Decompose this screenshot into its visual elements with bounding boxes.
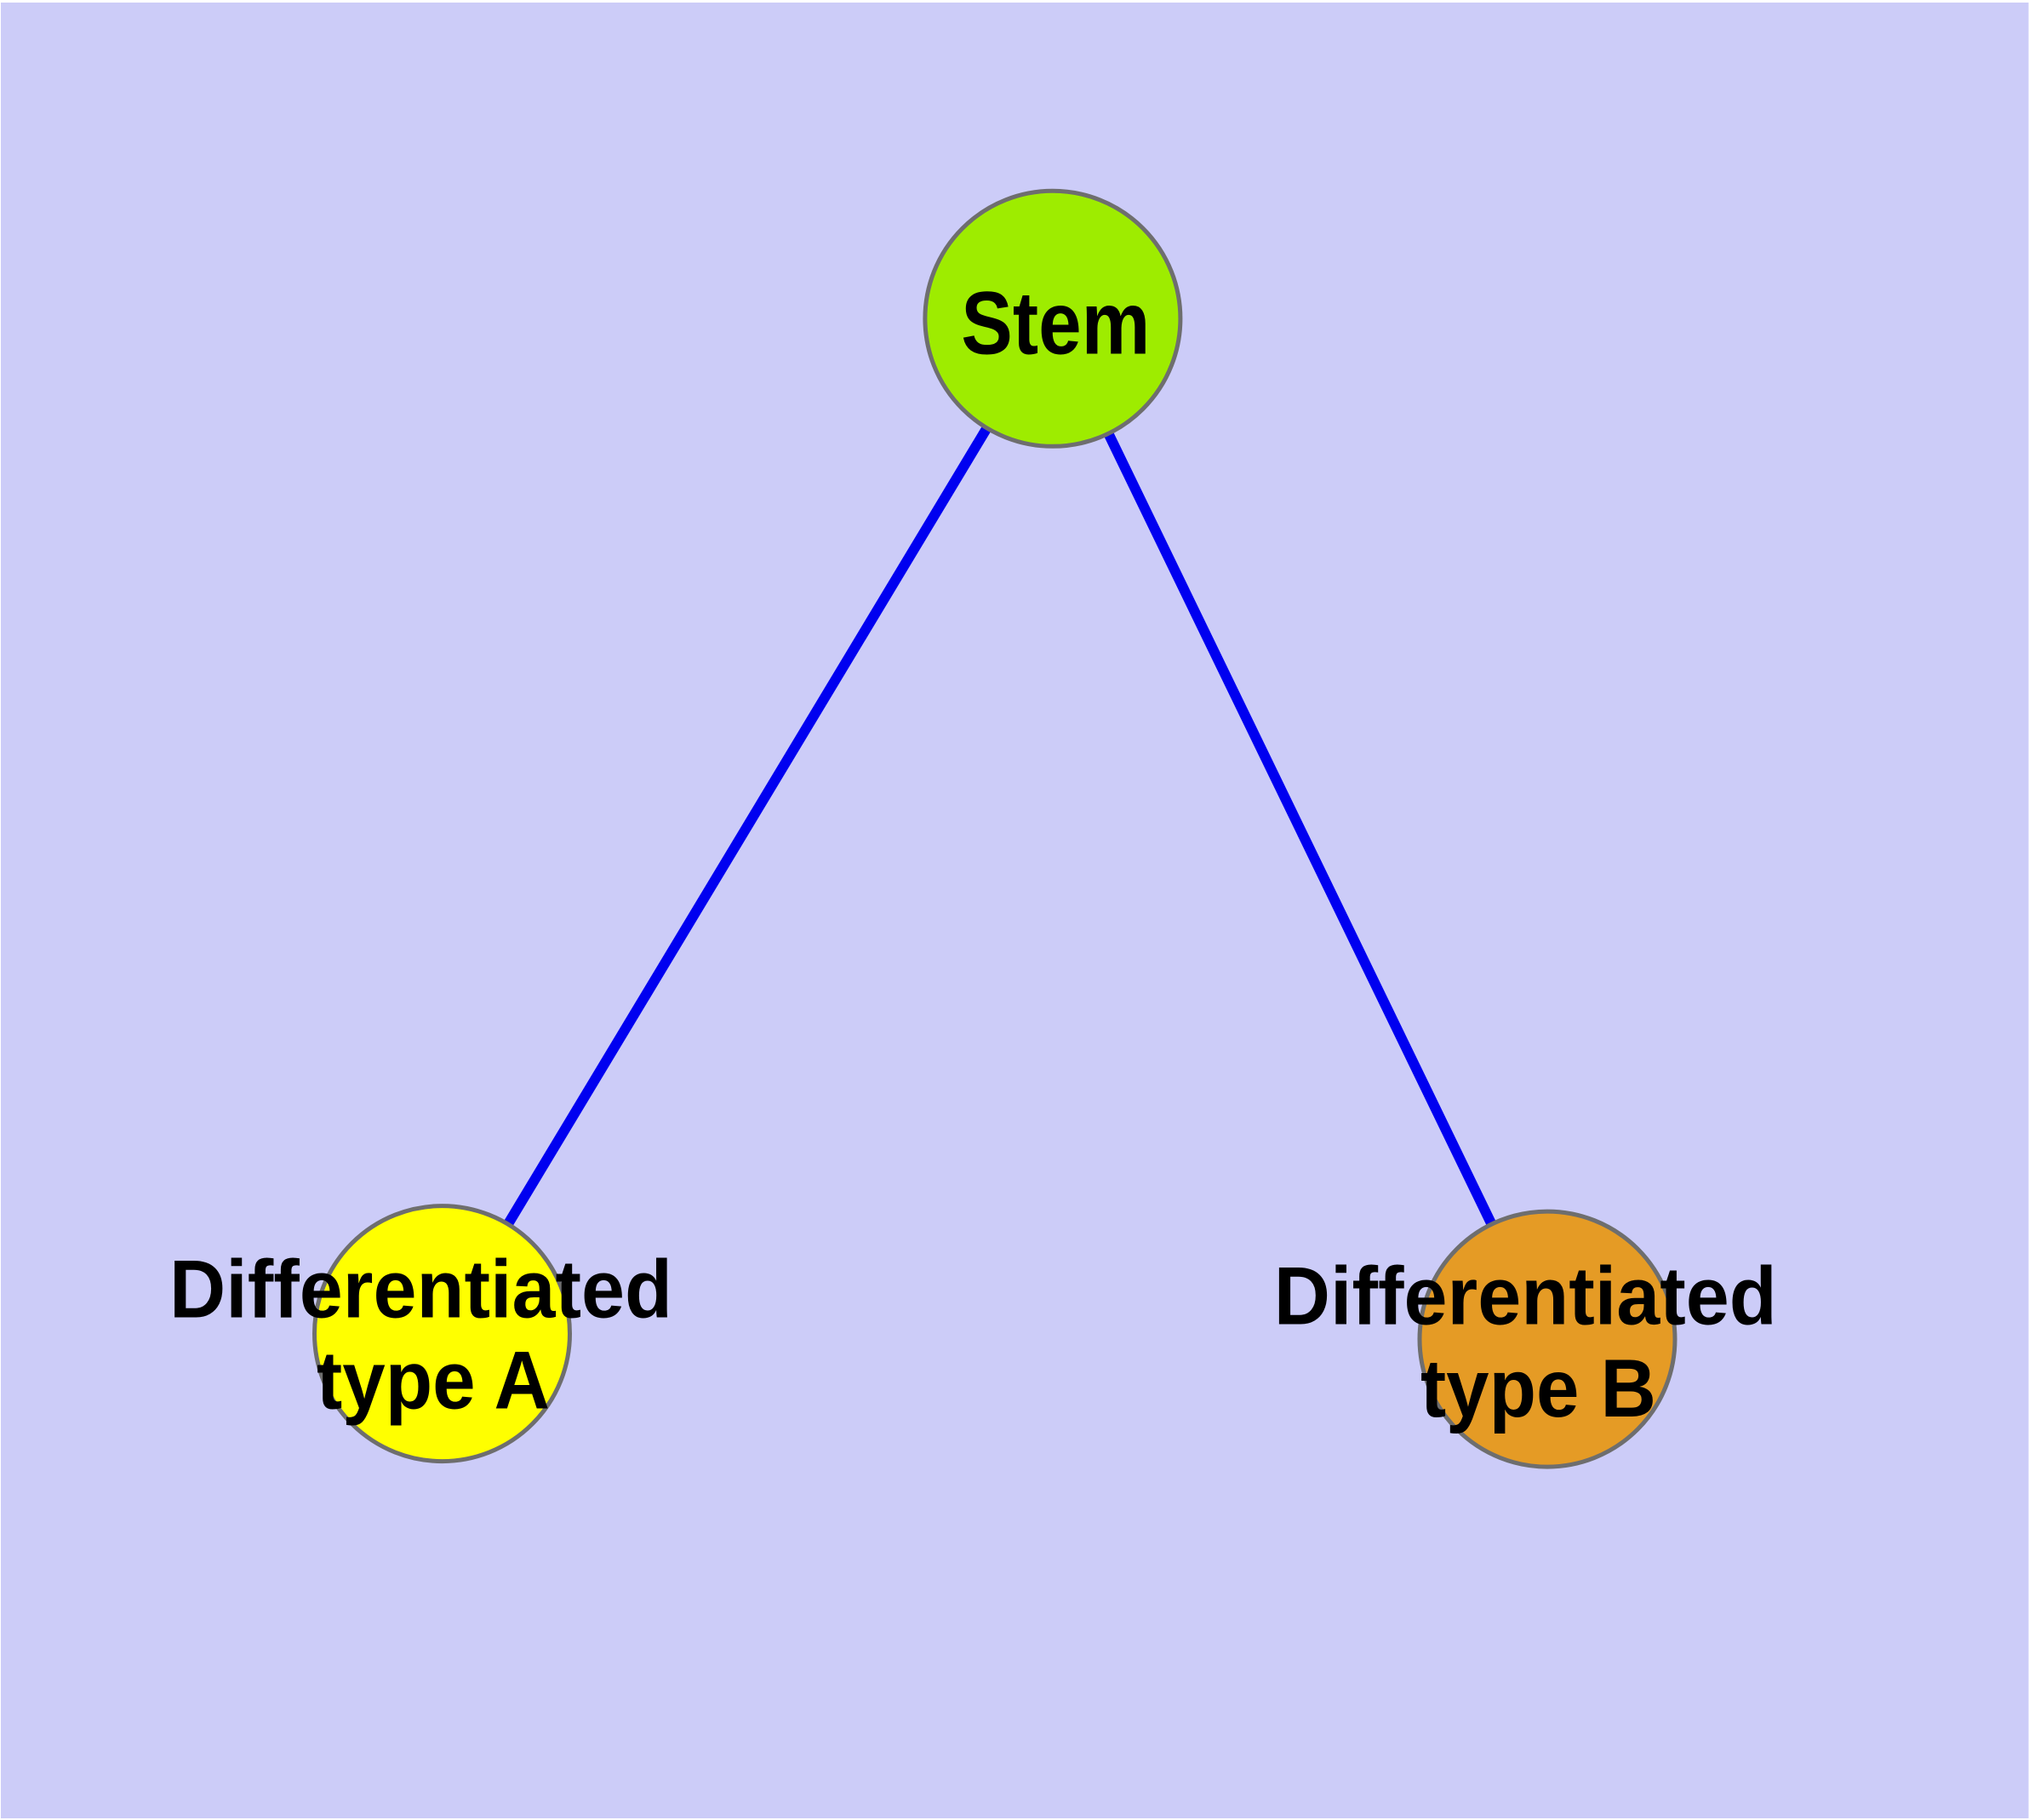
svg-text:Differentiated: Differentiated	[1274, 1251, 1777, 1342]
svg-text:Stem: Stem	[961, 274, 1150, 374]
svg-text:type B: type B	[1420, 1342, 1656, 1434]
svg-text:type A: type A	[317, 1335, 550, 1427]
svg-text:Differentiated: Differentiated	[169, 1244, 672, 1336]
